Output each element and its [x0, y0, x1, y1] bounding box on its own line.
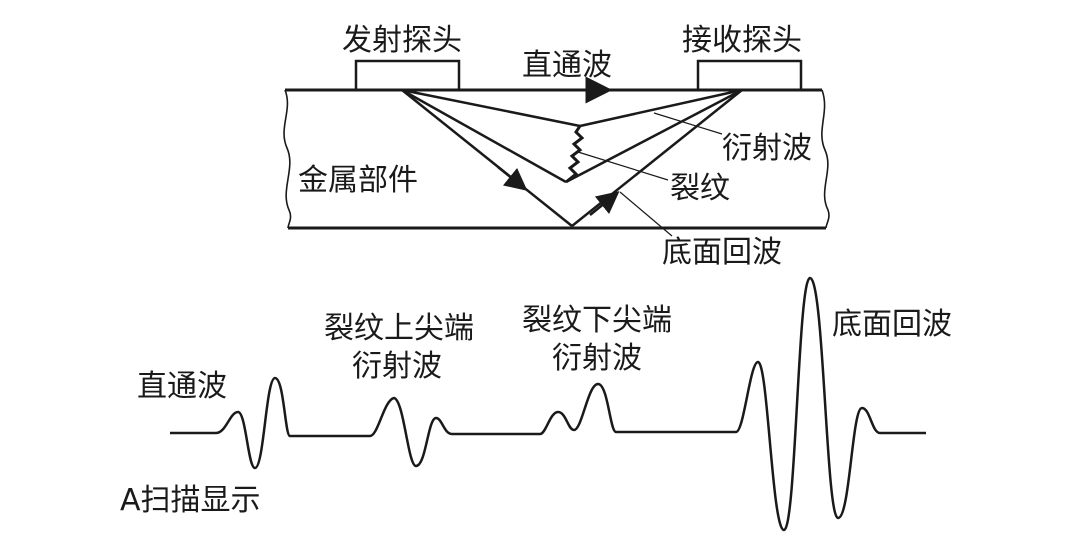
metal-part-label: 金属部件: [298, 163, 418, 198]
crack-lower-tip-label-1: 裂纹下尖端: [522, 303, 672, 338]
receive-probe-icon: [696, 59, 803, 92]
crack-upper-tip-label-1: 裂纹上尖端: [324, 311, 474, 346]
transmit-probe-label: 发射探头: [342, 23, 462, 58]
direct-wave-label: 直通波: [137, 369, 227, 404]
receive-probe-label: 接收探头: [682, 23, 802, 58]
a-scan-display-label: A扫描显示: [120, 483, 261, 518]
backwall-echo-leader: [619, 191, 673, 237]
ray-paths: [401, 88, 743, 227]
a-scan-waveform: [170, 276, 926, 532]
metal-right-break-edge: [821, 89, 830, 229]
metal-left-break-edge: [283, 89, 292, 229]
diffracted-wave-leader: [653, 112, 723, 135]
backwall-echo-label: 底面回波: [832, 307, 952, 342]
crack-label: 裂纹: [670, 171, 730, 206]
crack-icon: [565, 125, 585, 184]
diffracted-wave-label: 衍射波: [722, 131, 812, 166]
direct-wave-label-top: 直通波: [522, 48, 612, 83]
crack-lower-tip-label-2: 衍射波: [552, 341, 642, 376]
transmit-probe-icon: [354, 59, 461, 92]
backwall-echo-label-top: 底面回波: [662, 235, 782, 270]
crack-leader: [577, 151, 669, 181]
crack-upper-tip-label-2: 衍射波: [352, 349, 442, 384]
